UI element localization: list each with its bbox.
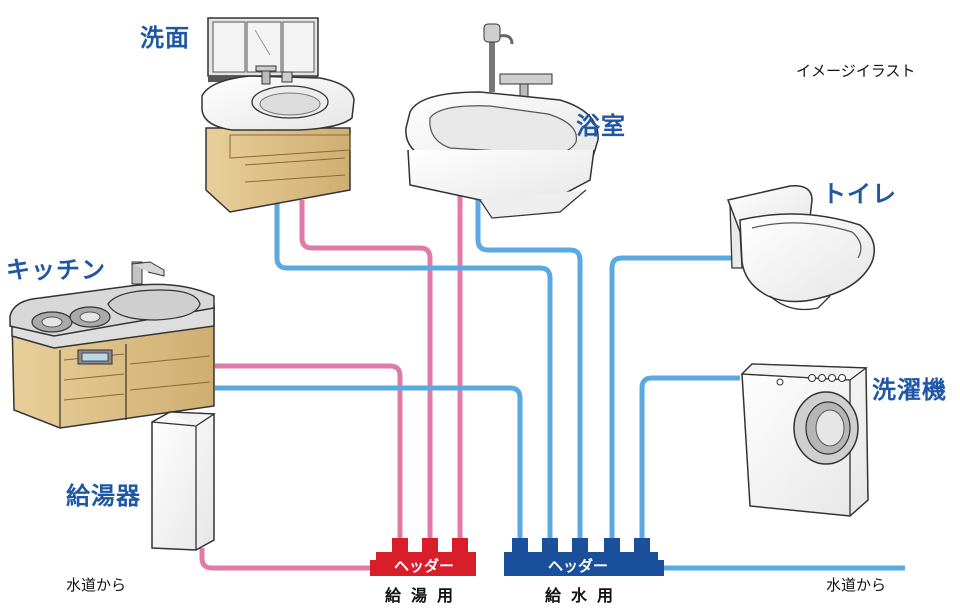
image-note: イメージイラスト bbox=[796, 62, 916, 80]
water-heater-label: 給湯器 bbox=[66, 482, 141, 510]
cold-pipe-kitchen bbox=[215, 385, 523, 545]
hot-header-title: ヘッダー bbox=[394, 557, 455, 575]
washing-machine-unit bbox=[740, 363, 869, 517]
hot-pipe-kitchen bbox=[215, 363, 403, 545]
water-source-left: 水道から bbox=[66, 576, 127, 594]
washer-label: 洗濯機 bbox=[872, 376, 947, 404]
cold-water-header bbox=[504, 538, 664, 576]
cold-pipe-bathroom bbox=[475, 200, 583, 545]
hot-pipe-washbasin bbox=[299, 200, 433, 545]
cold-header-title: ヘッダー bbox=[548, 557, 609, 575]
toilet-unit bbox=[726, 185, 875, 311]
hot-water-header bbox=[370, 538, 476, 576]
cold-water-pipes bbox=[215, 200, 905, 571]
hot-pipe-heater bbox=[199, 548, 372, 571]
kitchen-unit bbox=[9, 261, 215, 429]
washbasin-label: 洗面 bbox=[140, 24, 190, 52]
bathroom-label: 浴室 bbox=[576, 112, 626, 140]
toilet-label: トイレ bbox=[822, 180, 897, 208]
water-source-right: 水道から bbox=[826, 576, 887, 594]
hot-header-caption: 給湯用 bbox=[385, 586, 464, 605]
water-heater-unit bbox=[151, 411, 217, 551]
cold-pipe-toilet bbox=[609, 255, 735, 545]
bathtub-unit bbox=[405, 23, 599, 219]
kitchen-label: キッチン bbox=[6, 256, 106, 284]
cold-pipe-washer bbox=[639, 375, 740, 545]
washbasin-unit bbox=[201, 17, 355, 213]
cold-header-caption: 給水用 bbox=[545, 586, 624, 605]
hot-water-pipes bbox=[199, 190, 463, 571]
cold-pipe-washbasin bbox=[274, 200, 553, 545]
